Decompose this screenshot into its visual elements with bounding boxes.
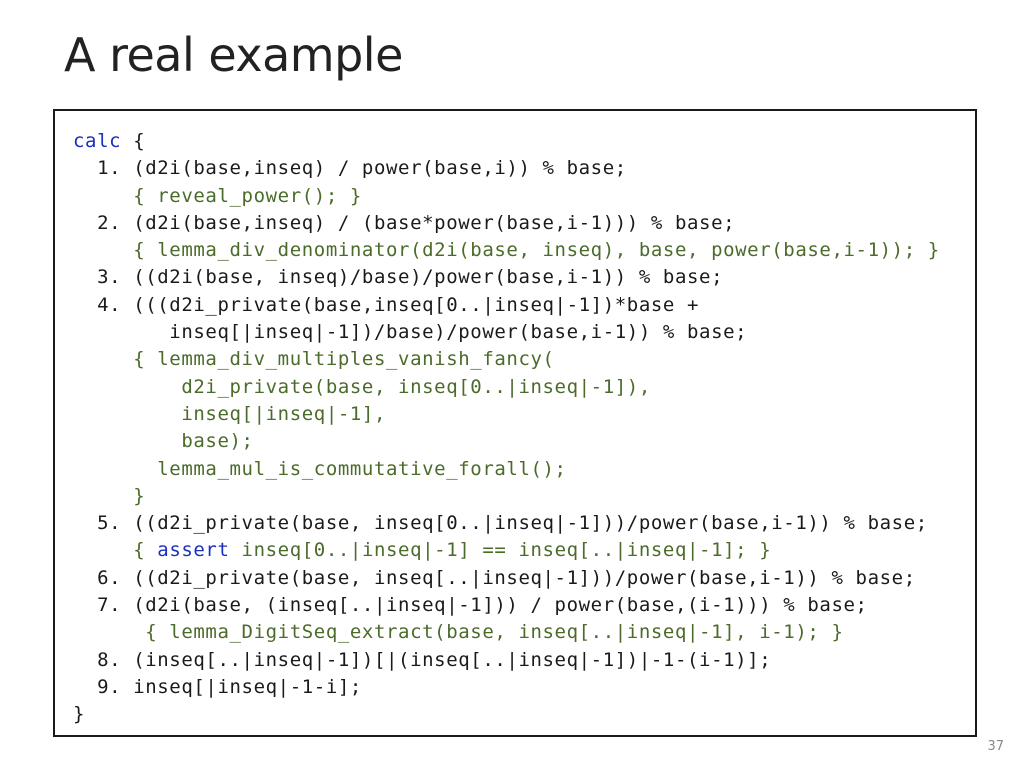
- code-annotation: base);: [73, 430, 254, 453]
- code-line: 8. (inseq[..|inseq|-1])[|(inseq[..|inseq…: [73, 647, 940, 674]
- code-line: { reveal_power(); }: [73, 183, 940, 210]
- code-line: 7. (d2i(base, (inseq[..|inseq|-1])) / po…: [73, 592, 940, 619]
- code-keyword: calc: [73, 130, 122, 152]
- code-line: }: [73, 701, 940, 728]
- code-annotation: { lemma_div_multiples_vanish_fancy(: [73, 348, 555, 371]
- code-annotation: { lemma_div_denominator(d2i(base, inseq)…: [73, 239, 940, 262]
- code-text: 1. (d2i(base,inseq) / power(base,i)) % b…: [73, 157, 627, 180]
- code-annotation: {: [73, 539, 158, 562]
- code-text: {: [121, 130, 146, 152]
- code-line: { assert inseq[0..|inseq|-1] == inseq[..…: [73, 537, 940, 564]
- code-annotation: }: [73, 484, 146, 507]
- code-line: inseq[|inseq|-1])/base)/power(base,i-1))…: [73, 319, 940, 346]
- code-line: { lemma_DigitSeq_extract(base, inseq[..|…: [73, 619, 940, 646]
- code-annotation: lemma_mul_is_commutative_forall();: [73, 457, 567, 480]
- code-line: 5. ((d2i_private(base, inseq[0..|inseq|-…: [73, 510, 940, 537]
- code-line: 6. ((d2i_private(base, inseq[..|inseq|-1…: [73, 565, 940, 592]
- code-text: 9. inseq[|inseq|-1-i];: [73, 675, 362, 698]
- code-text: 8. (inseq[..|inseq|-1])[|(inseq[..|inseq…: [73, 648, 772, 671]
- page-number: 37: [987, 739, 1004, 754]
- code-text: 7. (d2i(base, (inseq[..|inseq|-1])) / po…: [73, 594, 868, 617]
- code-text: 3. ((d2i(base, inseq)/base)/power(base,i…: [73, 266, 724, 289]
- code-annotation: d2i_private(base, inseq[0..|inseq|-1]),: [73, 375, 651, 398]
- code-listing: calc { 1. (d2i(base,inseq) / power(base,…: [73, 128, 940, 729]
- code-line: lemma_mul_is_commutative_forall();: [73, 456, 940, 483]
- code-text: 6. ((d2i_private(base, inseq[..|inseq|-1…: [73, 566, 916, 589]
- code-line: base);: [73, 428, 940, 455]
- code-line: 9. inseq[|inseq|-1-i];: [73, 674, 940, 701]
- code-text: 5. ((d2i_private(base, inseq[0..|inseq|-…: [73, 512, 928, 535]
- code-annotation: inseq[|inseq|-1],: [73, 402, 387, 425]
- code-line: 3. ((d2i(base, inseq)/base)/power(base,i…: [73, 264, 940, 291]
- code-line: { lemma_div_multiples_vanish_fancy(: [73, 346, 940, 373]
- code-annotation: inseq[0..|inseq|-1] == inseq[..|inseq|-1…: [229, 539, 772, 562]
- code-line: d2i_private(base, inseq[0..|inseq|-1]),: [73, 374, 940, 401]
- code-line: 4. (((d2i_private(base,inseq[0..|inseq|-…: [73, 292, 940, 319]
- code-line: 2. (d2i(base,inseq) / (base*power(base,i…: [73, 210, 940, 237]
- slide-title: A real example: [64, 28, 403, 82]
- code-text: inseq[|inseq|-1])/base)/power(base,i-1))…: [73, 321, 748, 344]
- code-keyword: assert: [157, 539, 230, 562]
- code-line: 1. (d2i(base,inseq) / power(base,i)) % b…: [73, 155, 940, 182]
- code-text: 2. (d2i(base,inseq) / (base*power(base,i…: [73, 211, 736, 234]
- code-block: calc { 1. (d2i(base,inseq) / power(base,…: [53, 109, 977, 737]
- code-line: inseq[|inseq|-1],: [73, 401, 940, 428]
- code-line: calc {: [73, 128, 940, 155]
- code-text: }: [73, 703, 86, 726]
- code-line: }: [73, 483, 940, 510]
- code-annotation: { reveal_power(); }: [73, 184, 362, 207]
- code-annotation: { lemma_DigitSeq_extract(base, inseq[..|…: [73, 621, 844, 644]
- code-text: 4. (((d2i_private(base,inseq[0..|inseq|-…: [73, 293, 700, 316]
- code-line: { lemma_div_denominator(d2i(base, inseq)…: [73, 237, 940, 264]
